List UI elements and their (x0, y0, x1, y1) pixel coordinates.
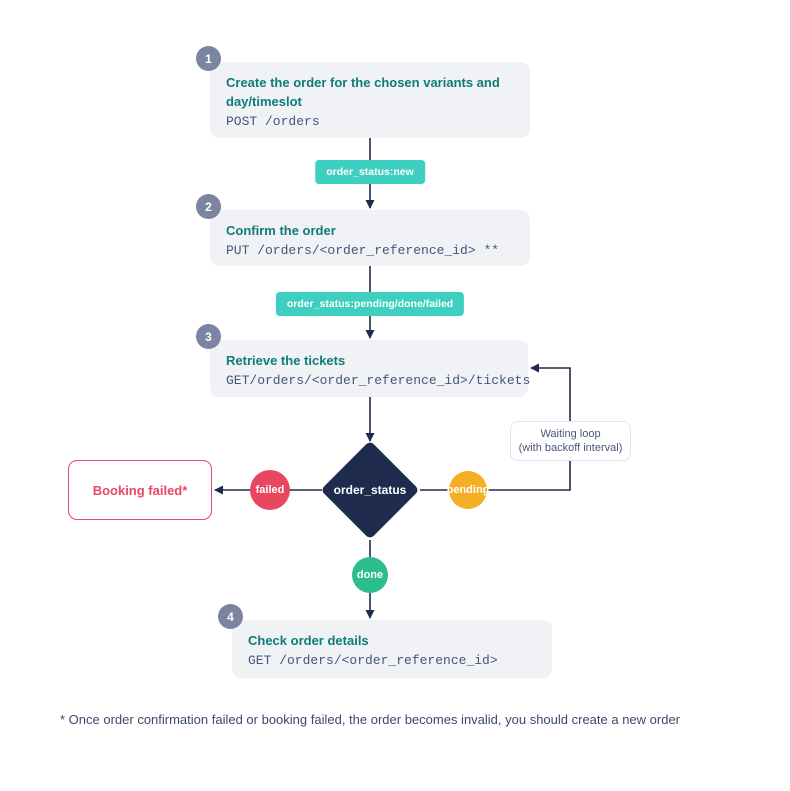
branch-pending: pending (447, 471, 489, 509)
decision-label: order_status (333, 483, 407, 497)
footnote: * Once order confirmation failed or book… (60, 712, 681, 727)
branch-done: done (352, 557, 388, 593)
branch-failed: failed (250, 470, 290, 510)
waiting-loop-line1: Waiting loop (540, 428, 601, 440)
step-card-create-order: 1 Create the order for the chosen varian… (196, 46, 530, 138)
step-number-badge: 3 (196, 324, 221, 349)
booking-failed-box: Booking failed* (68, 460, 212, 520)
step-title: Retrieve the tickets (226, 353, 346, 368)
step-title: Create the order for the chosen variants… (226, 75, 500, 109)
step-title: Check order details (248, 633, 369, 648)
step-api-call: GET/orders/<order_reference_id>/tickets (226, 373, 531, 388)
step-api-call: PUT /orders/<order_reference_id> ** (226, 243, 500, 258)
step-title: Confirm the order (226, 223, 336, 238)
status-pill-new: order_status:new (315, 160, 425, 184)
step-api-call: GET /orders/<order_reference_id> (248, 653, 498, 668)
step-number-badge: 2 (196, 194, 221, 219)
waiting-loop-line2: (with backoff interval) (518, 442, 623, 454)
status-pill-pending-done-failed: order_status:pending/done/failed (275, 292, 465, 316)
waiting-loop-note: Waiting loop (with backoff interval) (510, 421, 631, 461)
step-card-check-order-details: 4 Check order details GET /orders/<order… (218, 604, 552, 678)
step-api-call: POST /orders (226, 114, 320, 129)
step-card-confirm-order: 2 Confirm the order PUT /orders/<order_r… (196, 194, 530, 266)
step-number-badge: 1 (196, 46, 221, 71)
step-card-retrieve-tickets: 3 Retrieve the tickets GET/orders/<order… (196, 324, 531, 397)
step-number-badge: 4 (218, 604, 243, 629)
